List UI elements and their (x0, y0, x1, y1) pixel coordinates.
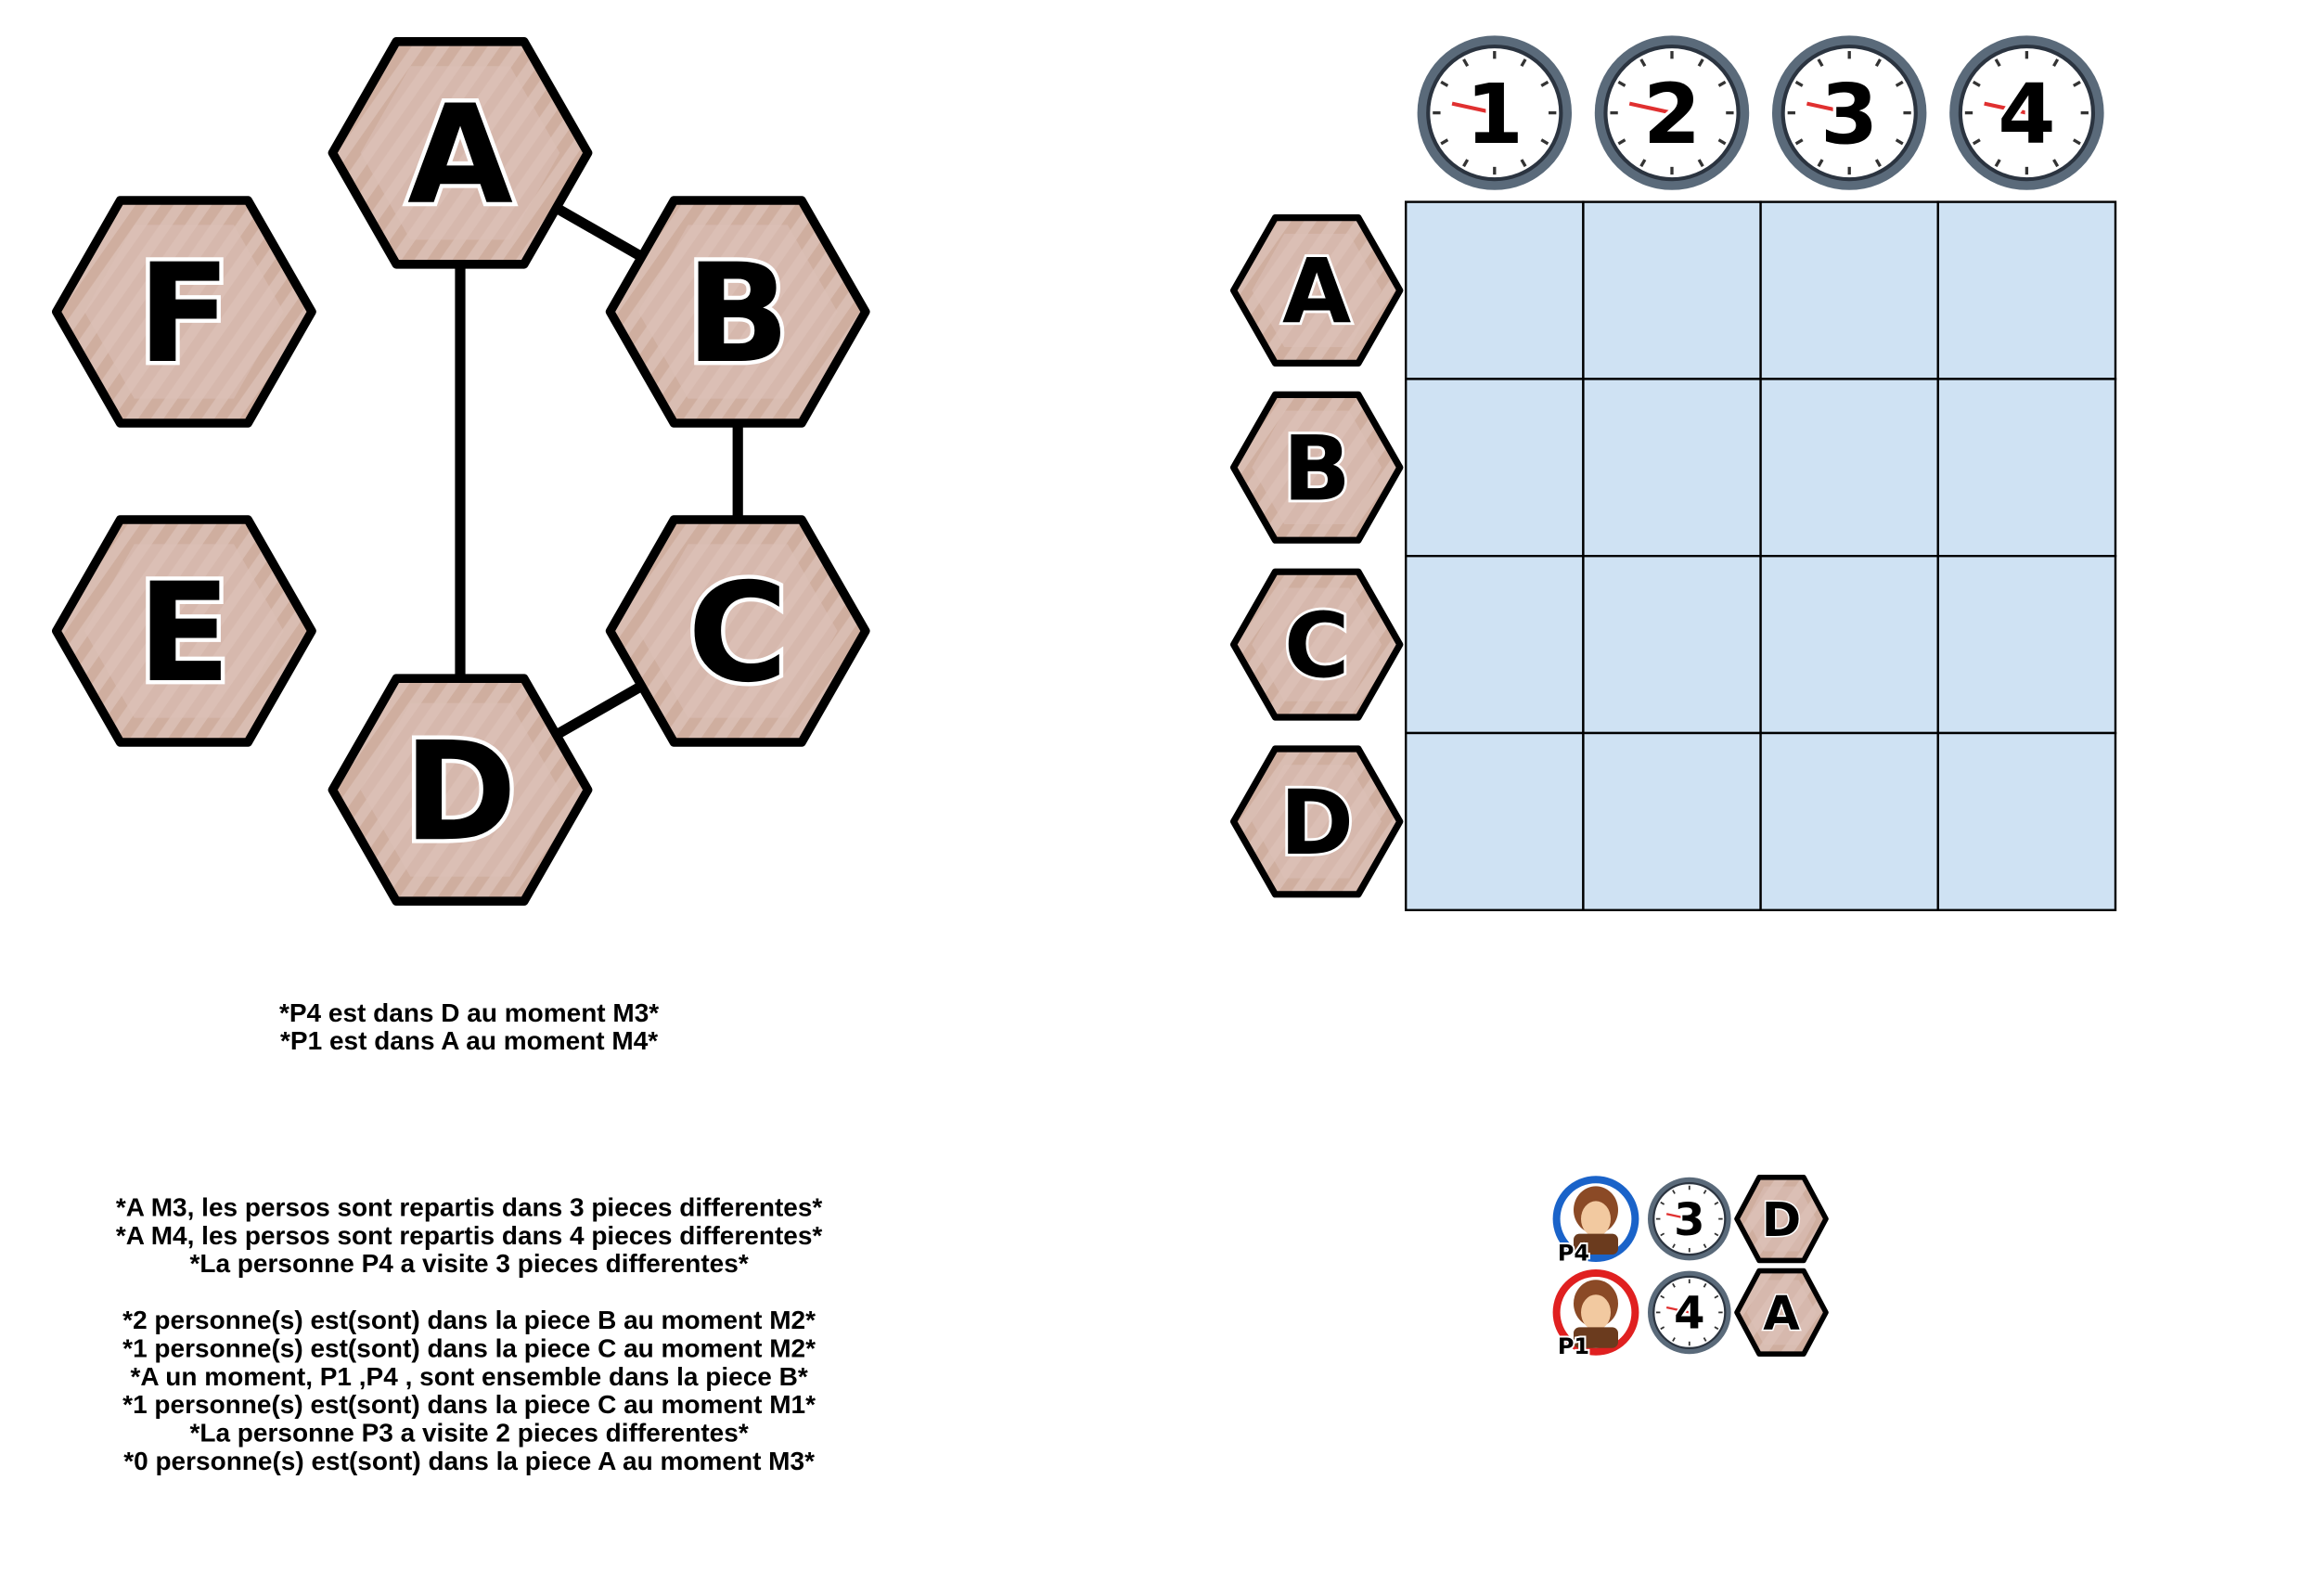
grid-cell-a-3[interactable] (1759, 200, 1940, 380)
room-map: A B C D E F (52, 37, 870, 907)
time-clock-1-icon: 1 (1417, 35, 1572, 190)
row-room-hex-d: D (1230, 745, 1404, 898)
room-hex-b: B (605, 196, 870, 428)
room-letter: C (1284, 594, 1349, 698)
clock-hand-icon (1665, 1306, 1690, 1314)
clue-9: *0 personne(s) est(sont) dans la piece A… (123, 1446, 815, 1476)
avatar-p4-icon (1552, 1176, 1639, 1262)
room-letter: A (407, 75, 513, 235)
grid-cell-b-4[interactable] (1936, 378, 2117, 558)
person-label: P4 (1558, 1240, 1589, 1266)
legend-clock-3-icon: 3 (1648, 1177, 1731, 1261)
clock-hand-icon (1806, 101, 1850, 115)
room-letter: B (1283, 417, 1351, 521)
person-label: P1 (1558, 1333, 1589, 1359)
room-hex-d: D (328, 674, 593, 907)
grid-cell-c-1[interactable] (1405, 555, 1585, 735)
clock-hand-icon (1628, 101, 1673, 115)
room-letter: D (404, 712, 517, 871)
grid-cell-d-3[interactable] (1759, 731, 1940, 912)
clue-4: *2 personne(s) est(sont) dans la piece B… (122, 1305, 816, 1335)
grid-cell-c-4[interactable] (1936, 555, 2117, 735)
room-letter: D (1279, 771, 1354, 875)
grid-cell-d-2[interactable] (1582, 731, 1762, 912)
grid-cell-a-4[interactable] (1936, 200, 2117, 380)
clock-hand-icon (1984, 101, 2027, 115)
legend-clock-4-icon: 4 (1648, 1270, 1731, 1355)
legend-room-hex-a: A (1734, 1268, 1829, 1358)
clue-2: *A M4, les persos sont repartis dans 4 p… (115, 1220, 823, 1251)
time-header-row: 1 2 3 4 (1417, 35, 2104, 190)
clock-number: 1 (1466, 67, 1523, 163)
grid-cell-a-2[interactable] (1582, 200, 1762, 380)
clue-6: *A un moment, P1 ,P4 , sont ensemble dan… (130, 1361, 808, 1392)
clock-number: 3 (1674, 1194, 1704, 1246)
room-hex-f: F (52, 196, 316, 428)
room-letter: B (686, 234, 790, 393)
grid-cell-d-1[interactable] (1405, 731, 1585, 912)
room-letter: A (1282, 240, 1351, 344)
clue-1: *A M3, les persos sont repartis dans 3 p… (115, 1191, 823, 1222)
clue-spacer (24, 1279, 915, 1306)
room-hex-c: C (605, 515, 870, 747)
known-facts-legend: P4 3 D P1 4 A (1552, 1175, 1829, 1361)
legend-room-hex-d: D (1734, 1175, 1829, 1264)
time-clock-2-icon: 2 (1594, 35, 1750, 190)
grid-cell-c-2[interactable] (1582, 555, 1762, 735)
clock-hand-icon (1665, 1213, 1690, 1220)
clue-3: *La personne P4 a visite 3 pieces differ… (189, 1248, 749, 1279)
time-clock-3-icon: 3 (1772, 35, 1927, 190)
time-clock-4-icon: 4 (1949, 35, 2104, 190)
grid-cell-d-4[interactable] (1936, 731, 2117, 912)
known-clue-2: *P1 est dans A au moment M4* (280, 1025, 659, 1056)
clue-list: *A M3, les persos sont repartis dans 3 p… (24, 1193, 915, 1475)
row-room-hex-b: B (1230, 391, 1404, 544)
grid-cell-a-1[interactable] (1405, 200, 1585, 380)
row-room-hex-a: A (1230, 214, 1404, 367)
grid-cell-c-3[interactable] (1759, 555, 1940, 735)
answer-grid[interactable] (1405, 200, 2117, 912)
clock-hand-icon (1451, 101, 1496, 115)
clue-7: *1 personne(s) est(sont) dans la piece C… (122, 1389, 816, 1420)
clue-5: *1 personne(s) est(sont) dans la piece C… (122, 1332, 816, 1363)
avatar-p1-icon (1552, 1269, 1639, 1356)
known-clue-1: *P4 est dans D au moment M3* (278, 998, 660, 1028)
grid-cell-b-1[interactable] (1405, 378, 1585, 558)
clock-number: 4 (1998, 67, 2055, 163)
row-room-hex-c: C (1230, 568, 1404, 721)
legend-row-p4: P4 3 D (1552, 1175, 1829, 1268)
room-letter: E (137, 553, 231, 713)
room-letter: C (688, 553, 788, 713)
room-hex-a: A (328, 37, 593, 269)
room-hex-e: E (52, 515, 316, 747)
grid-cell-b-3[interactable] (1759, 378, 1940, 558)
grid-cell-b-2[interactable] (1582, 378, 1762, 558)
room-letter: A (1763, 1286, 1800, 1342)
clue-8: *La personne P3 a visite 2 pieces differ… (189, 1418, 749, 1448)
room-letter: F (137, 234, 231, 393)
clock-number: 2 (1643, 67, 1701, 163)
legend-row-p1: P1 4 A (1552, 1268, 1829, 1361)
clock-number: 4 (1674, 1288, 1704, 1340)
clock-number: 3 (1820, 67, 1878, 163)
room-letter: D (1762, 1192, 1802, 1248)
known-clues: *P4 est dans D au moment M3* *P1 est dan… (173, 998, 766, 1056)
